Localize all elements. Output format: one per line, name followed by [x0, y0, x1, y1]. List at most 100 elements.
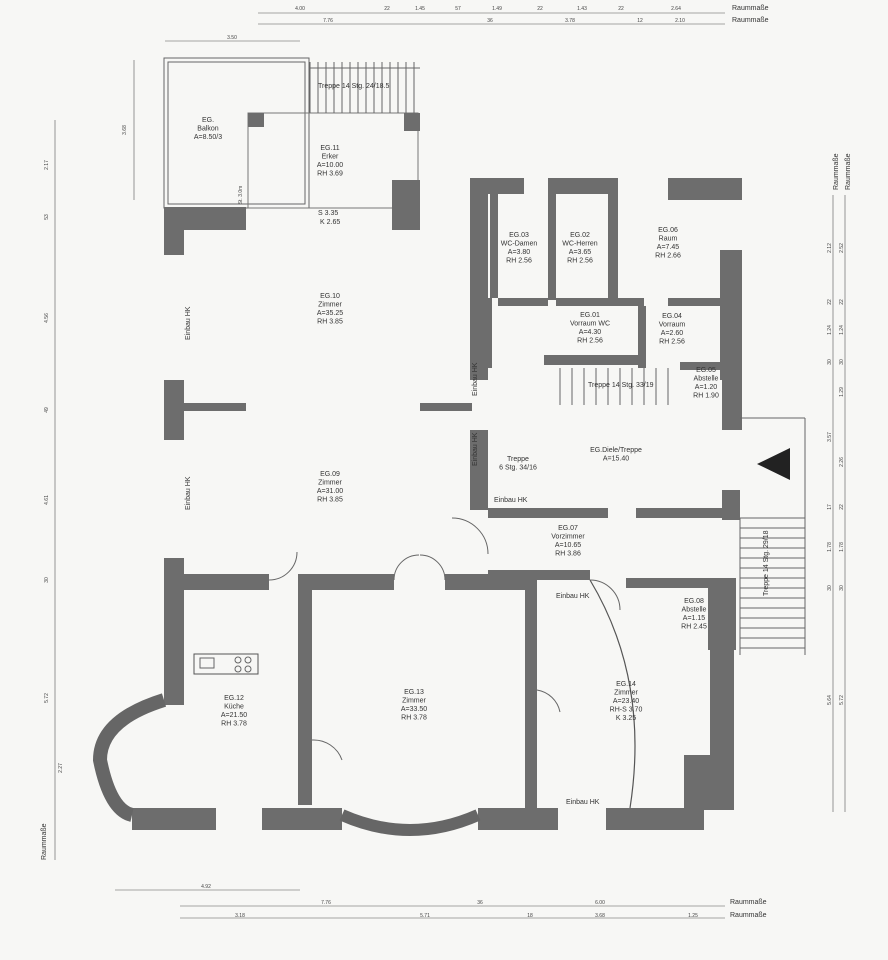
einbau-hk-label-2: Einbau HK: [185, 476, 192, 510]
room-label-eg-07-line-0: EG.07: [558, 525, 578, 532]
room-label-eg-02-line-1: WC-Herren: [562, 241, 597, 248]
dim-right2-10: 5.72: [839, 695, 845, 705]
room-label-eg-09-line-1: Zimmer: [318, 480, 342, 487]
dim-bottom1-1: 4.92: [201, 884, 211, 890]
room-label-eg-13-line-0: EG.13: [404, 689, 424, 696]
dim-bottom2-2: 36: [477, 900, 483, 906]
erker-k-label: K 2.65: [320, 219, 340, 226]
room-label-eg-treppe-line-1: 6 Stg. 34/16: [499, 465, 537, 472]
dim-left-5: 49: [44, 407, 50, 413]
room-label-eg-04-line-2: A=2.60: [661, 330, 683, 337]
room-label-eg-10-line-0: EG.10: [320, 293, 340, 300]
stove-burner-icon: [234, 656, 242, 664]
erker-side-label: St. 3.0m: [238, 186, 244, 205]
dim-left-6: 4.61: [44, 495, 50, 505]
stair-right: [739, 417, 806, 655]
room-label-eg-07-line-1: Vorzimmer: [551, 534, 585, 541]
erker-outline: [247, 112, 419, 209]
room-label-eg-balkon-line-1: Balkon: [197, 126, 219, 133]
dim-right1-2: 22: [827, 299, 833, 305]
zimmer14-curve: [589, 579, 636, 809]
dim-top-7: 1.43: [577, 6, 587, 12]
room-label-eg-04-line-1: Vorraum: [659, 322, 686, 329]
dim-left-1: 3.68: [122, 125, 128, 135]
dim-left-3: 53: [44, 214, 50, 220]
stove-burner-icon: [244, 665, 252, 673]
raummasse-label-top-2: Raummaße: [732, 17, 769, 24]
room-label-eg-14-line-0: EG.14: [616, 681, 636, 688]
room-label-eg-03-line-3: RH 2.56: [506, 258, 532, 265]
room-label-eg-03-line-0: EG.03: [509, 232, 529, 239]
room-label-eg-08-line-0: EG.08: [684, 598, 704, 605]
dim-bottom3-3: 18: [527, 913, 533, 919]
raummasse-label-bottom-2: Raummaße: [730, 912, 767, 919]
room-label-eg-08-line-3: RH 2.45: [681, 624, 707, 631]
dim-right2-4: 30: [839, 359, 845, 365]
top-dimension-lines: 4.00 22 1.45 57 1.49 22 1.43 22 2.64 7.7…: [165, 5, 769, 42]
einbau-hk-label-1: Einbau HK: [185, 306, 192, 340]
balcony-inner-outline: [167, 61, 306, 205]
room-label-eg-02-line-0: EG.02: [570, 232, 590, 239]
room-label-eg-treppe-line-0: Treppe: [507, 456, 529, 463]
room-label-eg-06-line-0: EG.06: [658, 227, 678, 234]
room-label-eg-09-line-2: A=31.00: [317, 488, 343, 495]
room-label-eg-13-line-3: RH 3.78: [401, 715, 427, 722]
dim-right2-6: 2.26: [839, 457, 845, 467]
room-label-eg-04-line-3: RH 2.56: [659, 339, 685, 346]
balcony-erker: Treppe 14 Stg. 24/18.5 S 3.35 K 2.65 St.…: [163, 57, 420, 230]
stove-burner-icon: [244, 656, 252, 664]
raummasse-label-top-1: Raummaße: [732, 5, 769, 12]
dim-bottom3-5: 1.25: [688, 913, 698, 919]
dim-bottom2-1: 7.76: [321, 900, 331, 906]
room-label-eg-12-line-3: RH 3.78: [221, 721, 247, 728]
dim-right2-8: 1.78: [839, 542, 845, 552]
room-label-eg-14-line-4: K 3.25: [616, 715, 636, 722]
room-label-eg-05-line-0: EG.05: [696, 367, 716, 374]
einbau-hk-label-4: Einbau HK: [472, 432, 479, 466]
dim-right1-4: 30: [827, 359, 833, 365]
einbau-hk-label-3: Einbau HK: [472, 362, 479, 396]
stove-burner-icon: [234, 665, 242, 673]
room-label-eg-12-line-0: EG.12: [224, 695, 244, 702]
dim-bottom2-3: 6.00: [595, 900, 605, 906]
entrance-arrow-icon: [757, 448, 790, 480]
room-label-eg-13-line-2: A=33.50: [401, 706, 427, 713]
room-label-eg-14-line-2: A=23.40: [613, 698, 639, 705]
dim-right2-2: 22: [839, 299, 845, 305]
left-dimension-lines: 3.68 2.17 53 4.56 49 4.61 30 5.72 2.27 R…: [41, 60, 135, 860]
room-label-eg-10-line-3: RH 3.85: [317, 319, 343, 326]
dim-top2-1: 7.76: [323, 18, 333, 24]
dim-left-4: 4.56: [44, 313, 50, 323]
room-label-eg-balkon-line-0: EG.: [202, 117, 214, 124]
stair-top: [309, 62, 415, 113]
room-label-eg-05-line-2: A=1.20: [695, 384, 717, 391]
room-label-eg-14-line-1: Zimmer: [614, 690, 638, 697]
room-label-eg-12-line-2: A=21.50: [221, 712, 247, 719]
room-label-eg-04-line-0: EG.04: [662, 313, 682, 320]
room-label-eg-14-line-3: RH-S 3.70: [610, 707, 643, 714]
room-label-eg-11-line-1: Erker: [322, 154, 339, 161]
room-label-eg-11-line-2: A=10.00: [317, 162, 343, 169]
room-label-eg-01-line-2: A=4.30: [579, 329, 601, 336]
dim-top-1: 4.00: [295, 6, 305, 12]
stair-top-label: Treppe 14 Stg. 24/18.5: [318, 83, 389, 90]
dim-right1-6: 17: [827, 504, 833, 510]
dim-top-6: 22: [537, 6, 543, 12]
stair-middle: [559, 368, 669, 405]
einbau-hk-label-5: Einbau HK: [494, 497, 528, 504]
room-label-eg-02-line-2: A=3.65: [569, 249, 591, 256]
raummasse-label-right-2: Raummaße: [845, 153, 852, 190]
dim-right1-7: 1.78: [827, 542, 833, 552]
room-label-eg-10-line-2: A=35.25: [317, 310, 343, 317]
room-label-eg-10-line-1: Zimmer: [318, 302, 342, 309]
dim-top-9: 2.64: [671, 6, 681, 12]
dim-top-4: 57: [455, 6, 461, 12]
room-label-eg-12-line-1: Küche: [224, 704, 244, 711]
room-label-eg-balkon-line-2: A=8.50/3: [194, 134, 222, 141]
raummasse-label-right-1: Raummaße: [833, 153, 840, 190]
dim-top-3: 1.45: [415, 6, 425, 12]
room-label-eg-06-line-3: RH 2.66: [655, 253, 681, 260]
dim-right1-1: 2.12: [827, 243, 833, 253]
